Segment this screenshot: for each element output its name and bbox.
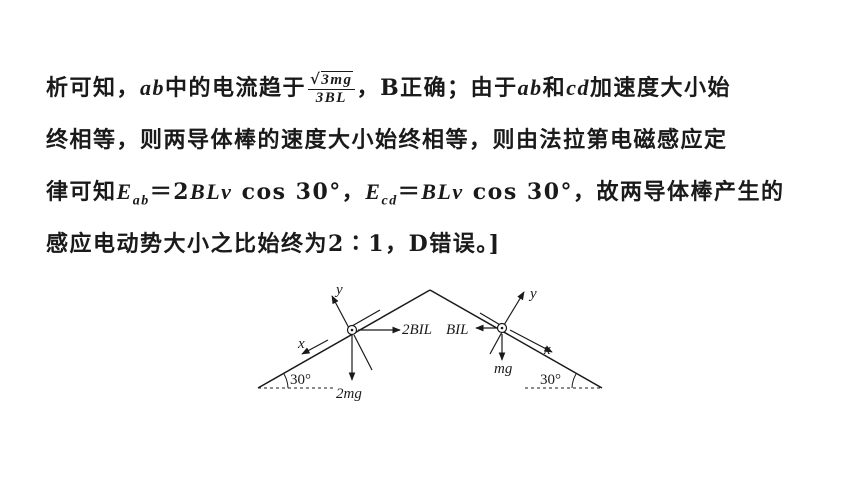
right-incline	[429, 289, 603, 389]
left-ampere-label: 2BIL	[402, 322, 432, 338]
text-segment: 析可知，	[46, 75, 141, 101]
symbol-ab: ab	[517, 75, 543, 100]
left-normal-line	[353, 334, 373, 371]
right-x-axis	[509, 329, 553, 353]
fraction-denominator: 3BL	[315, 90, 347, 106]
text-line-2: 终相等，则两导体棒的速度大小始终相等，则由法拉第电磁感应定	[46, 127, 728, 153]
left-weight-label: 2mg	[336, 386, 362, 402]
right-x-label: x	[543, 342, 551, 358]
text-segment: cos 30°，故两导体棒产生的	[463, 179, 785, 205]
right-weight-label: mg	[494, 361, 513, 377]
text-line-4: 感应电动势大小之比始终为2∶1，D错误。]	[46, 231, 501, 257]
left-x-axis	[301, 339, 329, 355]
text-segment: ＝2	[149, 179, 191, 205]
right-angle-label: 30°	[540, 372, 561, 388]
right-y-axis	[503, 291, 525, 326]
symbol-E: E	[116, 179, 133, 204]
left-incline	[257, 289, 431, 389]
text-segment: 中的电流趋于	[165, 75, 307, 101]
subscript-ab: ab	[132, 193, 150, 209]
text-segment: 律可知	[46, 179, 117, 205]
right-y-label: y	[528, 286, 537, 302]
text-segment: 加速度大小始	[589, 75, 731, 101]
fraction-numerator: √3mg	[308, 71, 355, 90]
text-segment: cos 30°，	[232, 179, 366, 205]
left-x-axis-ext	[351, 309, 381, 327]
symbol-ab: ab	[140, 75, 166, 100]
force-diagram: y x 2BIL 2mg 30° BIL y x mg 30°	[240, 280, 620, 414]
left-angle-label: 30°	[290, 372, 311, 388]
right-normal-line	[489, 331, 503, 355]
subscript-cd: cd	[381, 193, 398, 209]
text-segment: ，B正确；由于	[356, 75, 518, 101]
force-diagram-svg: y x 2BIL 2mg 30° BIL y x mg 30°	[257, 282, 603, 402]
text-segment: 和	[542, 75, 567, 101]
left-rod-dot	[350, 328, 354, 332]
symbol-BLv: BLv	[421, 179, 464, 204]
right-angle-arc	[571, 373, 577, 389]
left-y-axis	[331, 295, 351, 331]
text-segment: ＝	[397, 179, 422, 205]
numerator-text: 3mg	[321, 71, 353, 88]
left-y-label: y	[334, 282, 343, 298]
left-x-label: x	[297, 336, 305, 352]
symbol-BLv: BLv	[190, 179, 233, 204]
left-angle-arc	[283, 373, 289, 389]
symbol-cd: cd	[566, 75, 590, 100]
text-line-3: 律可知Eab＝2BLv cos 30°，Ecd＝BLv cos 30°，故两导体…	[46, 166, 826, 218]
right-ampere-label: BIL	[446, 322, 469, 338]
right-rod-dot	[500, 326, 504, 330]
symbol-E: E	[365, 179, 382, 204]
sqrt-sign: √	[310, 70, 322, 88]
right-x-axis-ext	[479, 312, 503, 327]
